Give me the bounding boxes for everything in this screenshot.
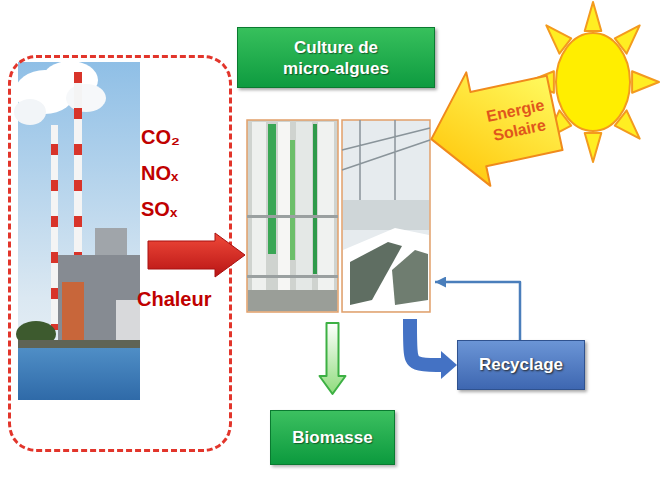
shore — [18, 340, 140, 348]
recycle-flow-arrow — [410, 319, 441, 365]
reactor-panel — [278, 122, 290, 297]
gas-flow-arrow — [148, 233, 245, 277]
smoke-cloud — [66, 84, 106, 112]
plant-building — [62, 282, 84, 340]
heat-label: Chaleur — [137, 284, 227, 314]
algae-tube — [313, 124, 317, 274]
source-enclosure: CO₂ NOₓ SOₓChaleur — [8, 55, 232, 452]
sun-disc — [556, 33, 630, 131]
plant-building — [58, 255, 140, 343]
sun-ray — [585, 133, 602, 162]
plant-building — [116, 300, 140, 343]
frame-bar — [247, 275, 338, 278]
pond-walls — [343, 228, 429, 311]
return-flow-arrow — [435, 282, 520, 340]
emission-gases: CO₂ NOₓ SOₓ — [141, 114, 203, 232]
frame-bar — [247, 215, 338, 218]
reactor-panel — [296, 122, 312, 292]
solar-energy-label: Energie Solaire — [470, 75, 564, 166]
output-box: Biomasse — [270, 410, 395, 465]
power-plant-photo — [14, 61, 140, 400]
solar-energy-arrow: Energie Solaire — [417, 54, 569, 198]
raceway-pond — [392, 250, 428, 305]
photo-frame — [342, 120, 430, 312]
greenhouse-roof — [342, 120, 430, 230]
chimney — [51, 125, 58, 330]
photobioreactor-photo — [247, 120, 338, 312]
sun-ray — [585, 2, 602, 31]
culture-stage: Culture de micro-algues — [237, 27, 435, 317]
biomass-flow-arrow — [320, 323, 346, 394]
algae-tube — [290, 140, 295, 260]
output-label: Biomasse — [271, 411, 394, 464]
process-label: Recyclage — [458, 341, 584, 389]
floor — [248, 290, 337, 311]
process-box: Recyclage — [457, 340, 585, 390]
raceway-photo — [342, 120, 430, 312]
culture-title: Culture de micro-algues — [237, 27, 435, 88]
photo-frame — [247, 120, 338, 312]
algae-tube — [268, 124, 276, 254]
arrow-shape — [419, 56, 566, 196]
reactor-panel — [318, 122, 334, 307]
water — [18, 348, 140, 400]
sun-ray — [632, 71, 659, 93]
smoke-cloud — [14, 99, 46, 125]
greenhouse-wall — [343, 200, 429, 230]
